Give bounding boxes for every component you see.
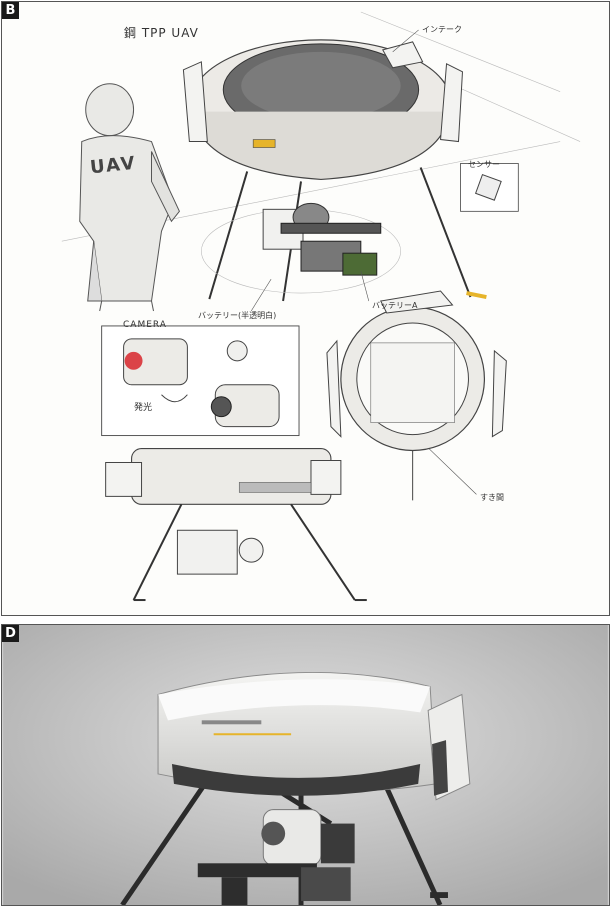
model-gun-assembly [197,809,355,905]
sketch-title: 鋼 TPP UAV [124,26,199,40]
camera-sketch [123,338,280,428]
panel-d-label: D [2,625,19,642]
camera-annotation: CAMERA [123,320,167,330]
uav-sketch-illustration [61,11,581,602]
drone-top-view-sketch [326,290,507,501]
drone-legs-sketch [208,167,472,302]
sensor-annotation: センサー [468,160,500,169]
drone-body-sketch [182,39,463,181]
panel-b-sketch: B [1,1,610,616]
soldier-sketch [79,83,180,312]
gun-assembly-sketch [262,202,382,276]
panel-b-label: B [2,2,19,19]
uav-model-photo [3,625,608,905]
intake-annotation: インテーク [422,25,462,34]
glow-annotation: 発光 [134,403,153,413]
battery-annotation: バッテリー(半透明白) [198,311,277,320]
drone-side-view-sketch [105,447,342,575]
panel-d-photo: D [1,624,610,906]
model-shell [157,671,437,796]
battery-a-annotation: バッテリーA [372,301,418,310]
gap-annotation: すき間 [480,493,504,502]
